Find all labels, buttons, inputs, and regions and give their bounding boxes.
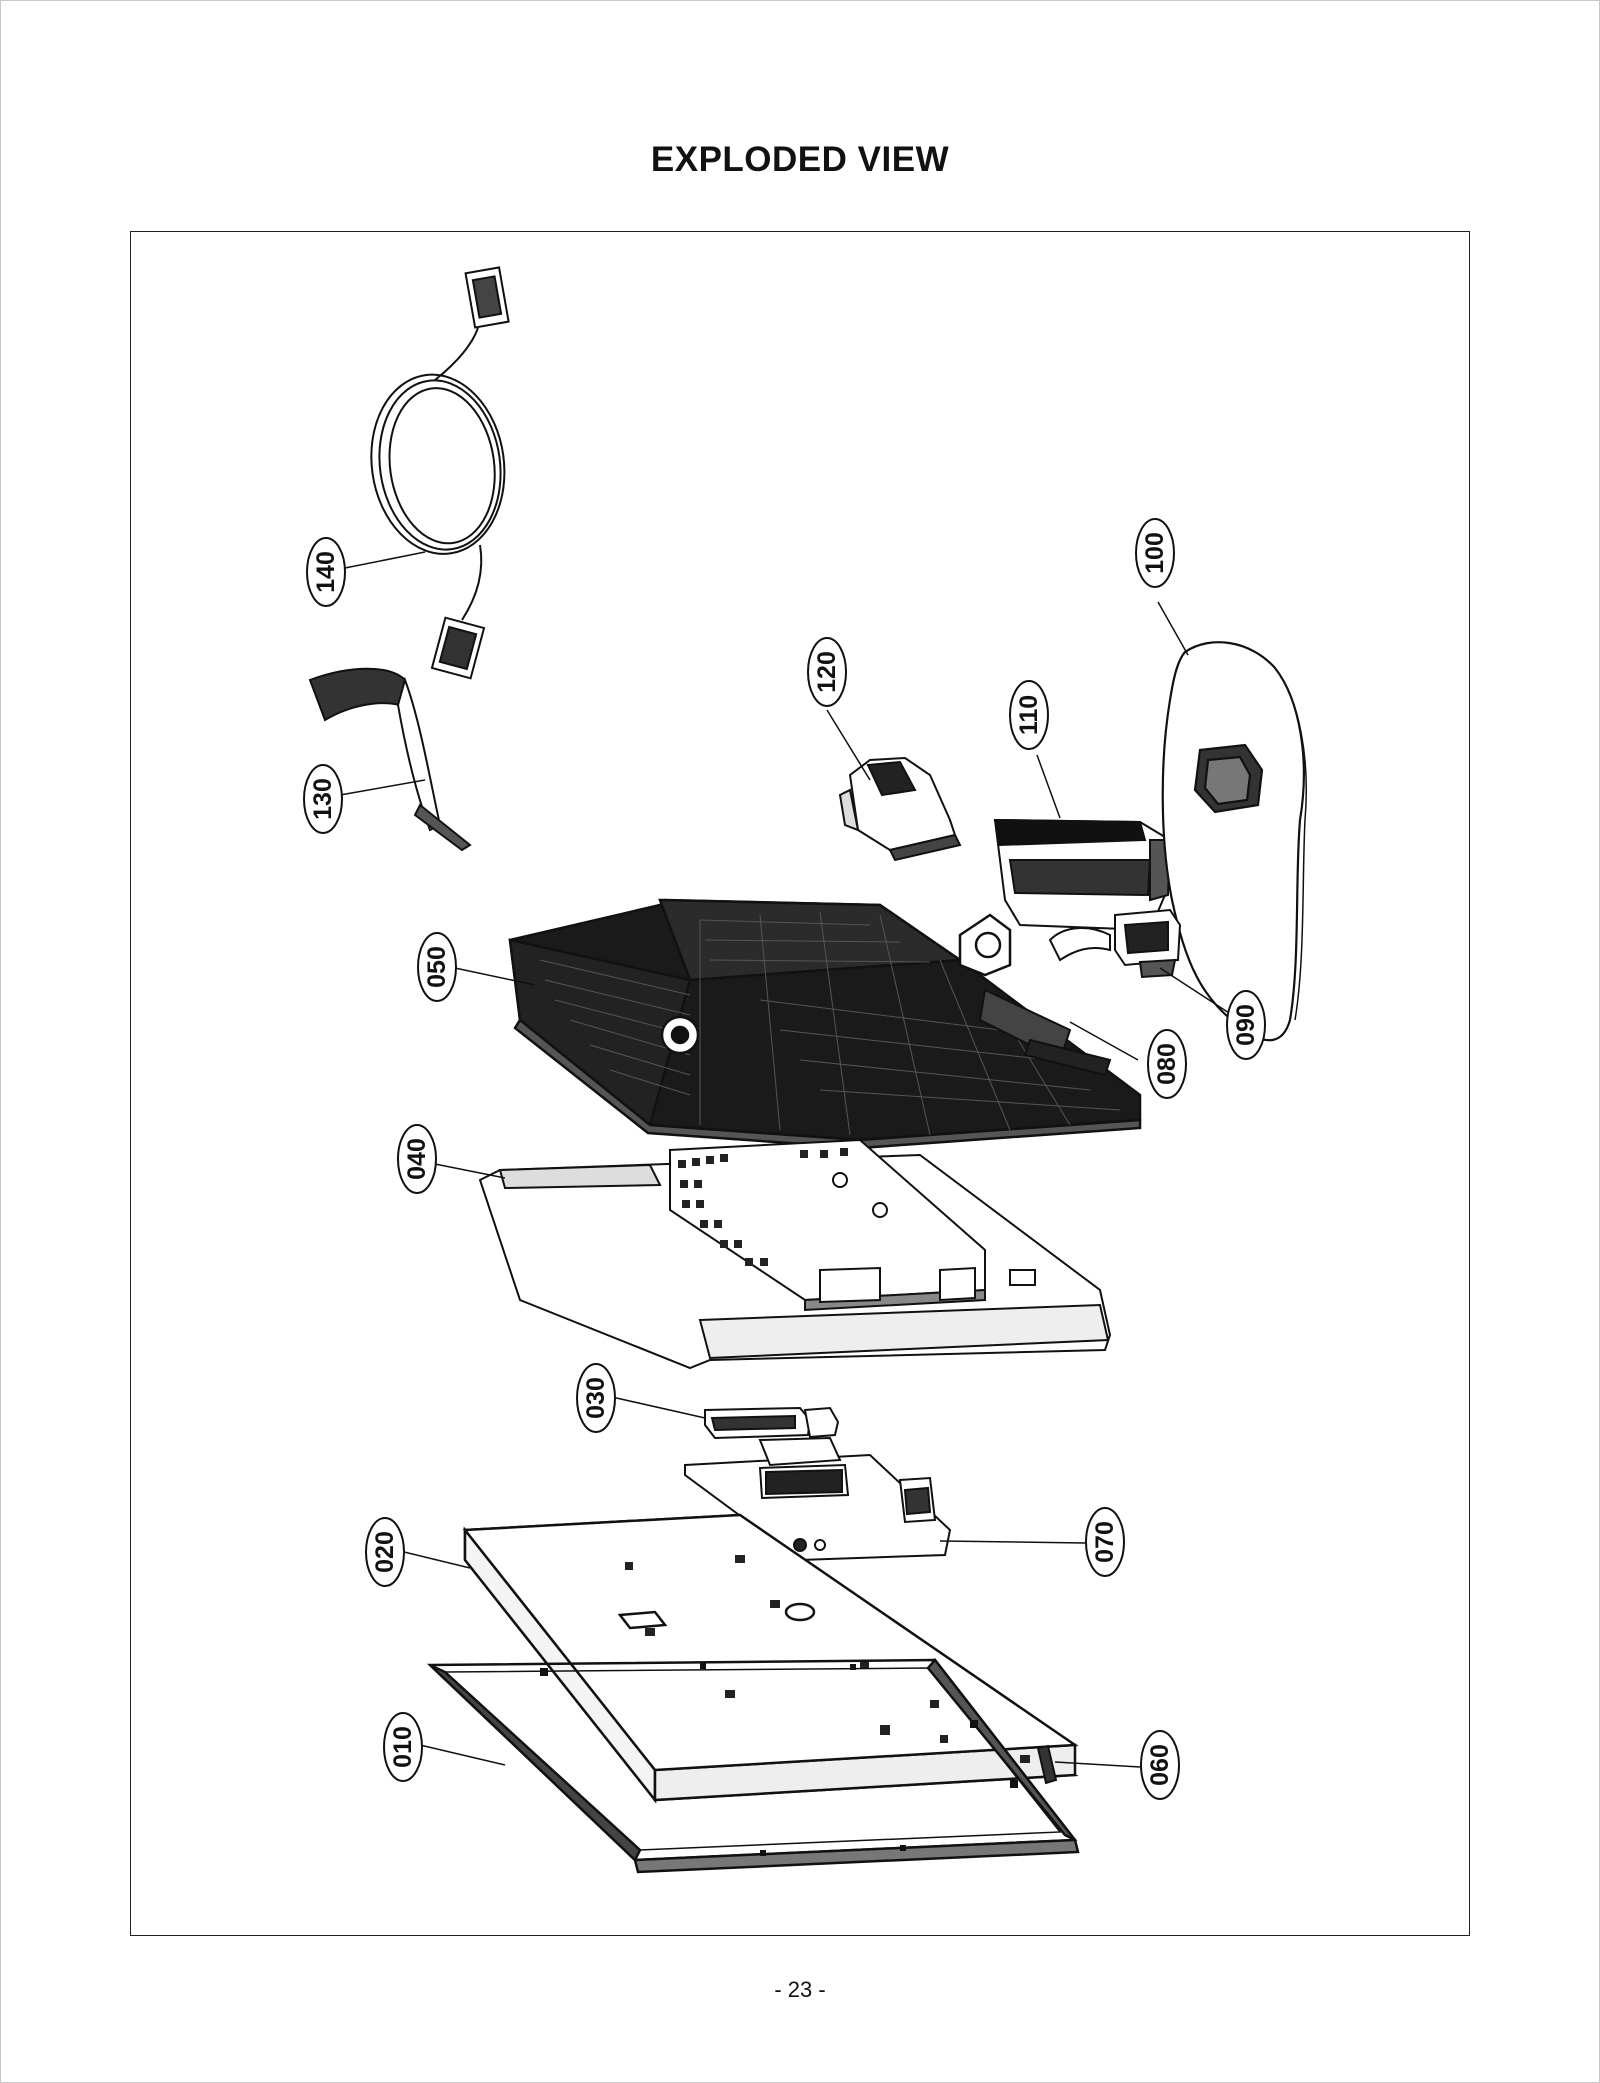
callout-110: 110 xyxy=(1009,680,1049,750)
svg-text:140: 140 xyxy=(312,551,340,593)
callout-130: 130 xyxy=(303,764,343,834)
svg-text:060: 060 xyxy=(1146,1744,1174,1786)
part-060-power-button xyxy=(1036,1744,1058,1785)
svg-text:010: 010 xyxy=(389,1726,417,1768)
svg-text:110: 110 xyxy=(1015,695,1043,735)
leader-lines xyxy=(339,551,1247,1768)
part-020-lcd-panel xyxy=(462,1513,1079,1804)
callout-090: 090 xyxy=(1226,990,1266,1060)
callout-070: 070 xyxy=(1085,1507,1125,1577)
svg-text:020: 020 xyxy=(371,1531,399,1573)
svg-text:030: 030 xyxy=(582,1377,610,1419)
svg-text:120: 120 xyxy=(813,651,841,693)
svg-text:130: 130 xyxy=(309,778,337,820)
drawing-frame xyxy=(130,231,1470,1936)
part-070-main-board xyxy=(684,1436,952,1562)
part-130-flat-cable xyxy=(308,667,472,852)
callout-140: 140 xyxy=(306,537,346,607)
part-140-signal-cable xyxy=(370,266,510,680)
page-title: EXPLODED VIEW xyxy=(650,140,950,179)
svg-text:050: 050 xyxy=(423,946,451,988)
part-010-front-bezel xyxy=(426,1658,1080,1874)
part-120-hinge-cover xyxy=(838,756,962,862)
callout-040: 040 xyxy=(397,1124,437,1194)
svg-text:070: 070 xyxy=(1091,1521,1119,1563)
callout-120: 120 xyxy=(807,637,847,707)
page-number: - 23 - xyxy=(774,1977,826,2002)
part-030-control-board xyxy=(704,1406,840,1440)
callout-060: 060 xyxy=(1140,1730,1180,1800)
svg-text:040: 040 xyxy=(403,1138,431,1180)
svg-text:100: 100 xyxy=(1141,532,1169,574)
callout-080: 080 xyxy=(1147,1029,1187,1099)
part-090-hinge-assembly xyxy=(1048,908,1182,979)
callout-030: 030 xyxy=(576,1363,616,1433)
part-040-shield-chassis xyxy=(478,1138,1112,1370)
svg-text:080: 080 xyxy=(1153,1043,1181,1085)
callout-100: 100 xyxy=(1135,518,1175,588)
callout-020: 020 xyxy=(365,1517,405,1587)
callout-010: 010 xyxy=(383,1712,423,1782)
part-050-back-cover xyxy=(508,898,1142,1150)
part-100-stand-base xyxy=(1161,641,1307,1042)
callout-050: 050 xyxy=(417,932,457,1002)
svg-text:090: 090 xyxy=(1232,1004,1260,1046)
part-080-hinge-bracket xyxy=(978,988,1112,1077)
